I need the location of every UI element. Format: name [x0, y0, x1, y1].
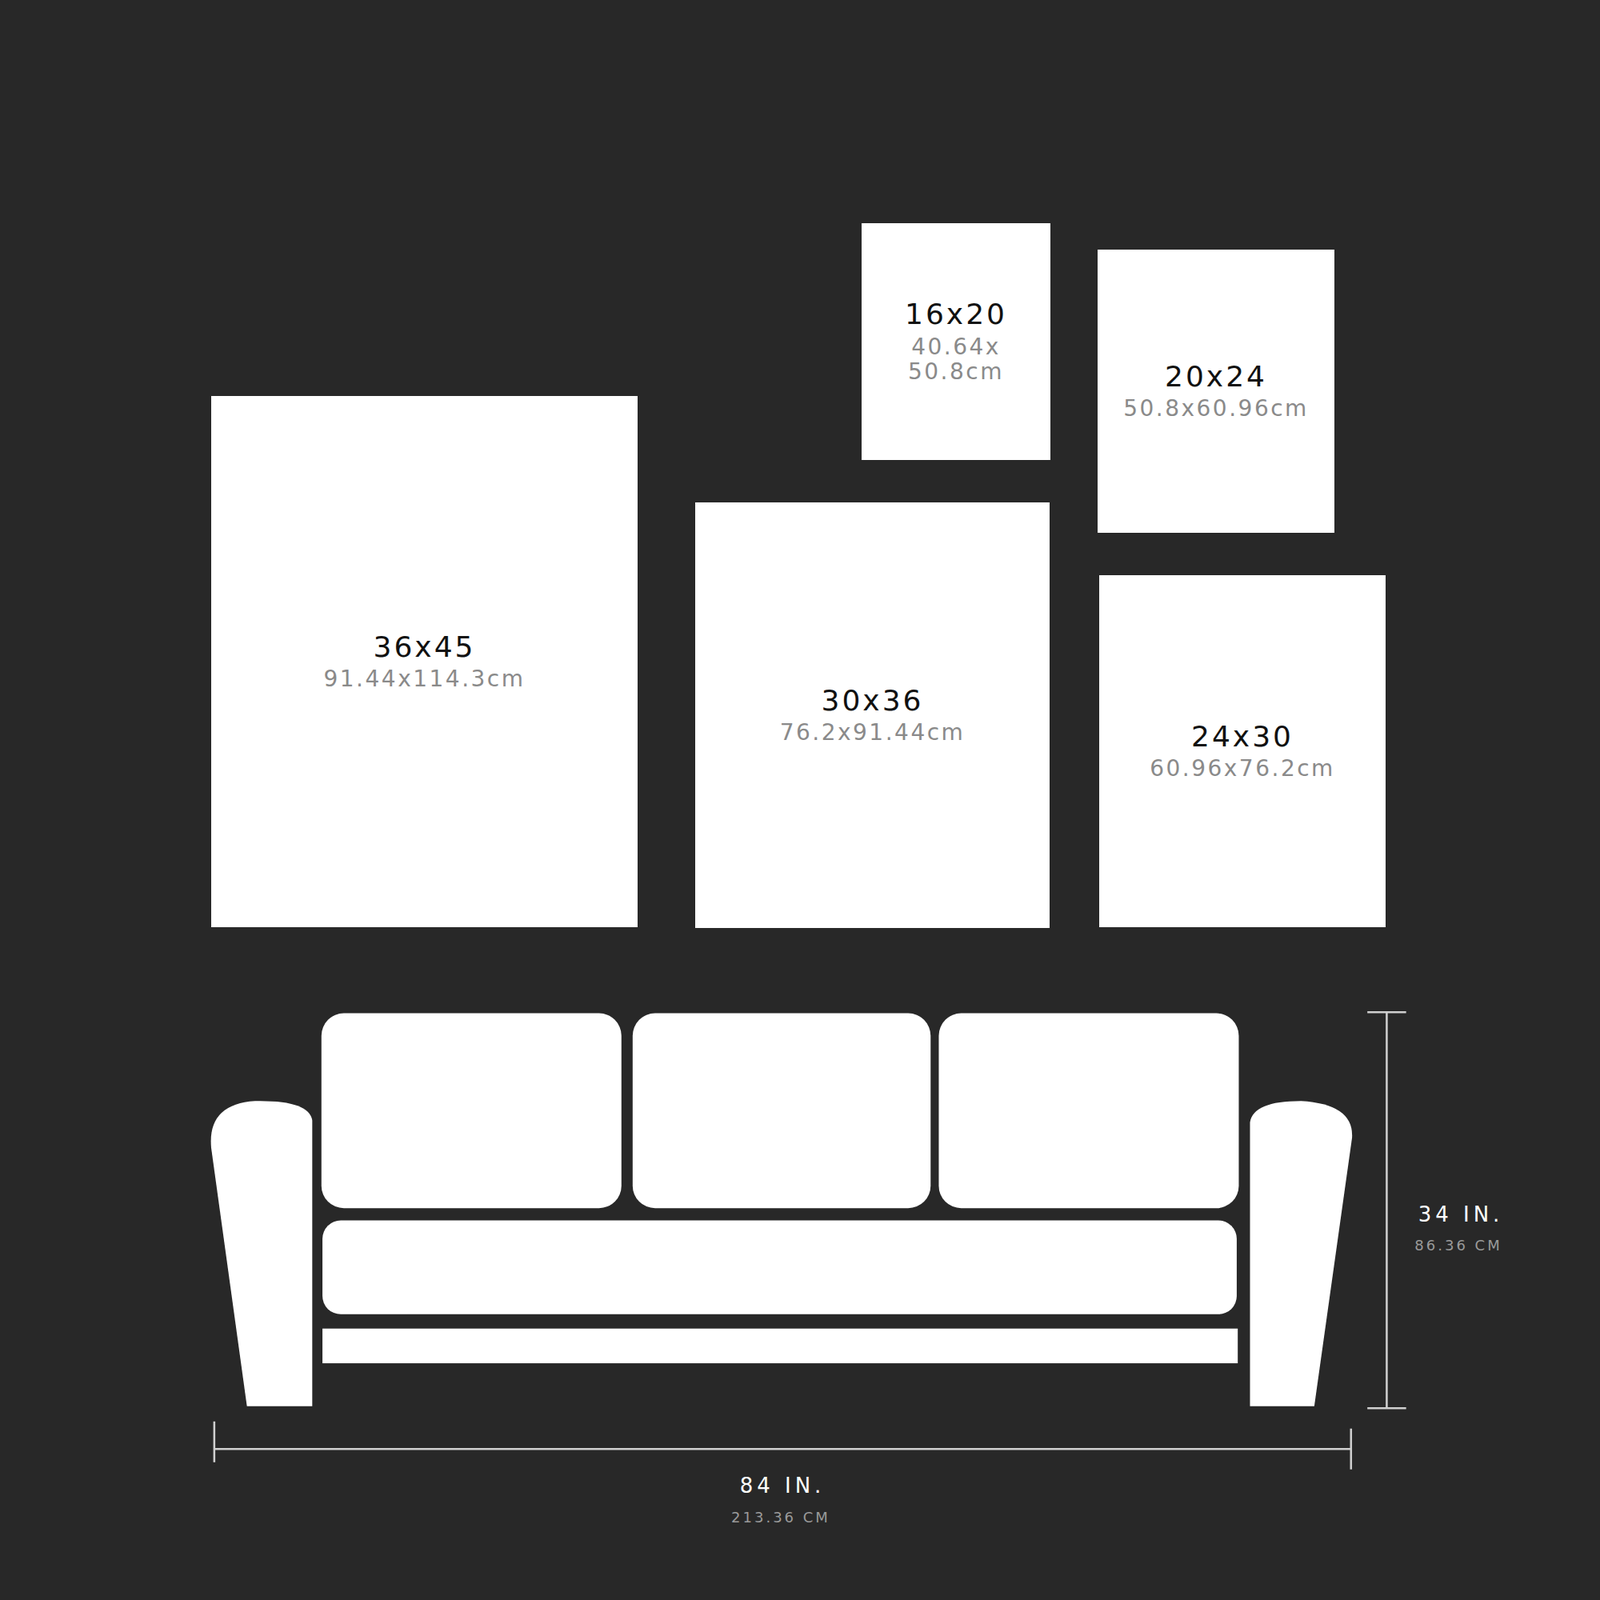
size-centimetres: 40.64x 50.8cm [888, 335, 1024, 385]
size-inches: 20x24 [1164, 360, 1268, 393]
sofa-arm [1250, 1100, 1353, 1406]
size-inches: 30x36 [821, 684, 924, 717]
size-inches: 36x45 [373, 631, 476, 664]
width-dimension-label: 84 IN. [740, 1473, 826, 1498]
size-centimetres: 91.44x114.3cm [323, 667, 525, 692]
sofa-base [322, 1328, 1238, 1364]
height-dimension-label: 86.36 CM [1414, 1236, 1502, 1254]
canvas-frame: 20x24 50.8x60.96cm [1097, 249, 1335, 533]
size-inches: 24x30 [1191, 720, 1294, 753]
dimension-tick [1350, 1428, 1353, 1470]
canvas-frame: 24x30 60.96x76.2cm [1099, 575, 1386, 928]
size-centimetres: 60.96x76.2cm [1149, 756, 1336, 782]
canvas-frame: 30x36 76.2x91.44cm [695, 502, 1050, 928]
dimension-lines [214, 1012, 1407, 1469]
back-cushion [321, 1013, 622, 1209]
back-cushion [938, 1013, 1239, 1209]
sofa [211, 1013, 1353, 1407]
width-dimension-label: 213.36 CM [731, 1508, 831, 1526]
size-centimetres: 50.8x60.96cm [1123, 396, 1309, 422]
dimension-tick [1367, 1011, 1406, 1014]
width-dimension [214, 1448, 1352, 1451]
dimension-tick [213, 1421, 216, 1463]
dimension-tick [1367, 1407, 1406, 1410]
size-centimetres: 76.2x91.44cm [780, 720, 966, 746]
back-cushion [632, 1013, 931, 1209]
height-dimension-label: 34 IN. [1418, 1202, 1504, 1227]
seat-cushion [322, 1220, 1237, 1315]
canvas-frame: 36x45 91.44x114.3cm [211, 396, 638, 928]
height-dimension [1385, 1012, 1388, 1408]
canvas-frame: 16x20 40.64x 50.8cm [861, 223, 1051, 460]
sofa-arm [211, 1100, 313, 1406]
size-inches: 16x20 [904, 298, 1008, 331]
